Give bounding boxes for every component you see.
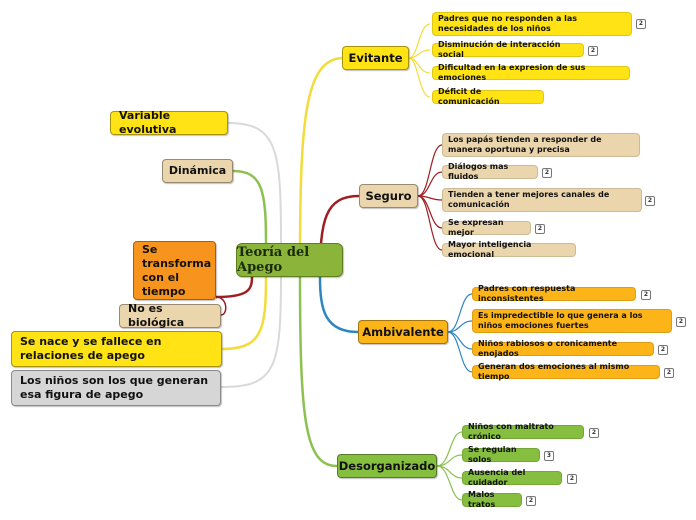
link-desorganizado [298, 276, 338, 468]
count-badge: 2 [636, 19, 646, 29]
link-evitante [298, 56, 343, 263]
topic-no-biologica[interactable]: No es biológica [119, 302, 221, 329]
count-badge: 2 [588, 46, 598, 56]
count-badge: 2 [664, 368, 674, 378]
leaf-seguro-1[interactable]: Los papás tienden a responder de manera … [442, 133, 640, 157]
topic-se-transforma[interactable]: Se transforma con el tiempo [133, 241, 216, 300]
leaf-desorganizado-1[interactable]: Niños con maltrato crónico [462, 422, 584, 441]
count-badge: 3 [544, 451, 554, 461]
leaf-evitante-3[interactable]: Dificultad en la expresion de sus emocio… [432, 63, 630, 82]
count-badge: 2 [542, 168, 552, 178]
leaf-evitante-1[interactable]: Padres que no responden a las necesidade… [432, 12, 632, 36]
leaf-desorganizado-3[interactable]: Ausencia del cuidador [462, 468, 562, 487]
count-badge: 2 [567, 474, 577, 484]
branch-ambivalente[interactable]: Ambivalente [358, 320, 448, 344]
topic-los-ninos[interactable]: Los niños son los que generan esa figura… [11, 370, 221, 406]
topic-se-nace[interactable]: Se nace y se fallece en relaciones de ap… [11, 331, 222, 367]
branch-desorganizado[interactable]: Desorganizado [337, 454, 437, 478]
count-badge: 2 [535, 224, 545, 234]
leaf-evitante-4[interactable]: Déficit de comunicación [432, 87, 544, 106]
topic-variable-evolutiva[interactable]: Variable evolutiva [110, 109, 228, 136]
topic-dinamica[interactable]: Dinámica [162, 159, 233, 183]
leaf-seguro-4[interactable]: Se expresan mejor [442, 218, 531, 237]
count-badge: 2 [676, 317, 686, 327]
count-badge: 2 [641, 290, 651, 300]
count-badge: 2 [526, 496, 536, 506]
leaf-desorganizado-2[interactable]: Se regulan solos [462, 445, 540, 464]
leaf-ambivalente-1[interactable]: Padres con respuesta inconsistentes [472, 284, 636, 303]
branch-evitante[interactable]: Evitante [342, 46, 409, 70]
count-badge: 2 [589, 428, 599, 438]
leaf-evitante-2[interactable]: Disminución de interacción social [432, 40, 584, 59]
leaf-desorganizado-4[interactable]: Malos tratos [462, 490, 522, 509]
leaf-seguro-3[interactable]: Tienden a tener mejores canales de comun… [442, 188, 642, 212]
leaf-ambivalente-2[interactable]: Es impredectible lo que genera a los niñ… [472, 309, 672, 333]
leaf-seguro-5[interactable]: Mayor inteligencia emocional [442, 240, 576, 259]
leaf-seguro-2[interactable]: Diálogos mas fluidos [442, 162, 538, 181]
branch-seguro[interactable]: Seguro [359, 184, 418, 208]
count-badge: 2 [645, 196, 655, 206]
leaf-ambivalente-3[interactable]: Niños rabiosos o cronicamente enojados [472, 339, 654, 358]
leaf-ambivalente-4[interactable]: Generan dos emociones al mismo tiempo [472, 362, 660, 381]
count-badge: 2 [658, 345, 668, 355]
central-topic[interactable]: Teoría del Apego [236, 243, 343, 277]
link-ambivalente [318, 276, 359, 334]
